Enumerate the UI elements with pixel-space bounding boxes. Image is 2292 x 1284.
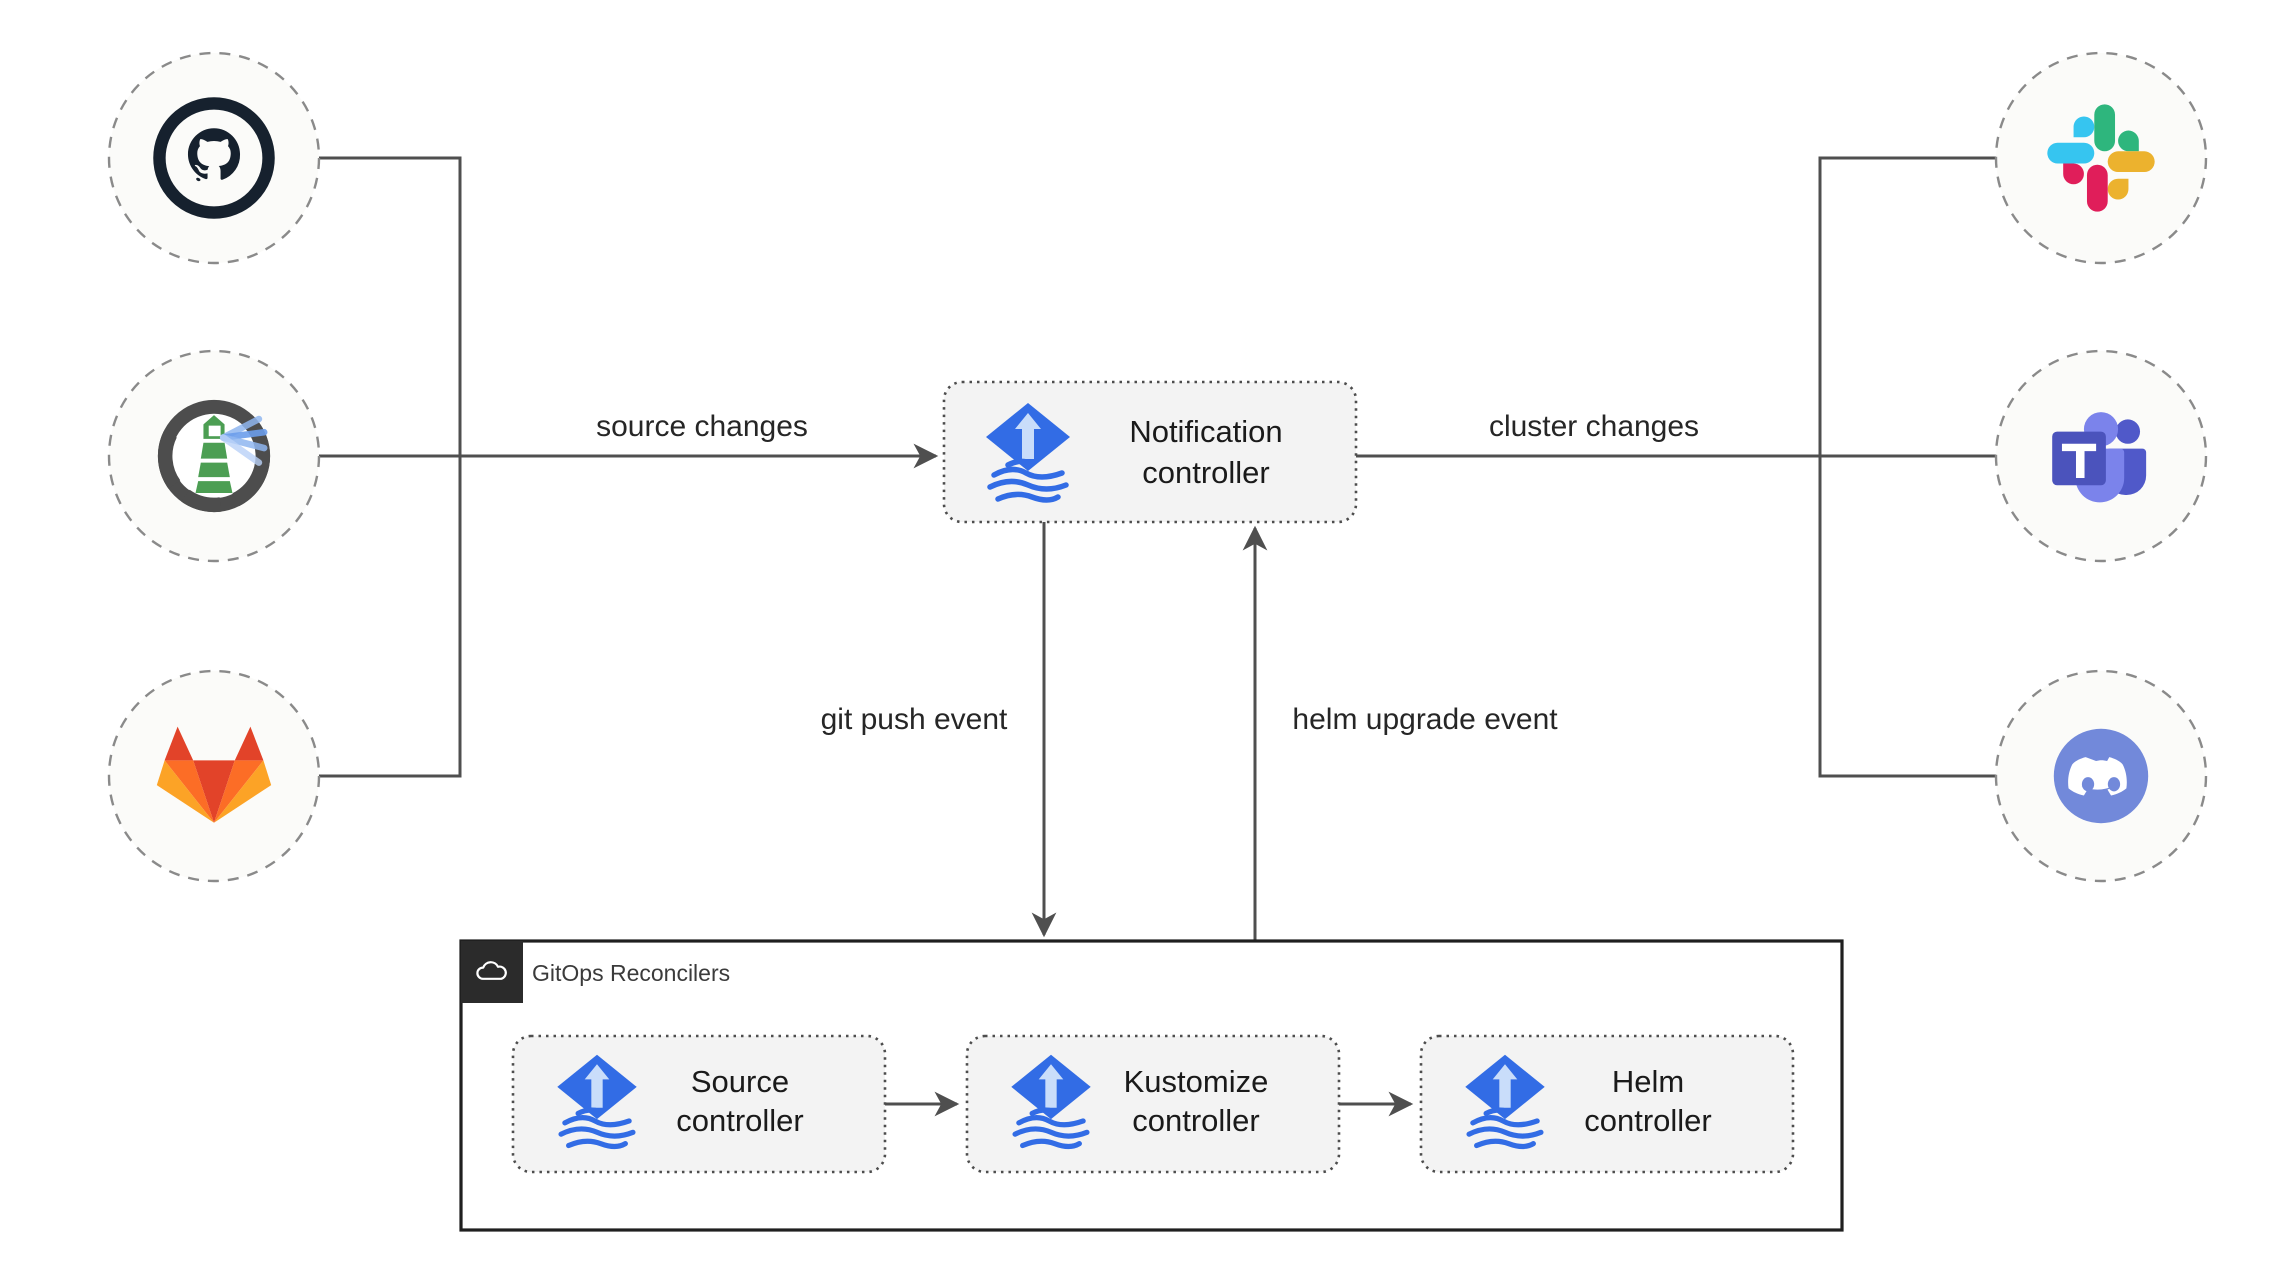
edge-label-git-push-event: git push event bbox=[821, 703, 1008, 736]
source-controller-label-line1: Source bbox=[691, 1064, 789, 1099]
destination-node-teams[interactable] bbox=[1994, 349, 2208, 563]
edge-label-helm-upgrade-event: helm upgrade event bbox=[1292, 703, 1558, 736]
source-controller-label-line2: controller bbox=[676, 1103, 804, 1138]
gitops-reconcilers-group: GitOps Reconcilers Source controller Kus… bbox=[459, 939, 1844, 1232]
helm-controller-node[interactable]: Helm controller bbox=[1419, 1034, 1795, 1174]
source-node-github[interactable] bbox=[107, 51, 321, 265]
notification-controller-label-line2: controller bbox=[1142, 455, 1270, 490]
edge-github-to-bus bbox=[278, 156, 462, 456]
kustomize-controller-label-line1: Kustomize bbox=[1124, 1064, 1269, 1099]
kustomize-controller-label-line2: controller bbox=[1132, 1103, 1260, 1138]
kustomize-controller-node[interactable]: Kustomize controller bbox=[965, 1034, 1341, 1174]
helm-controller-label-line1: Helm bbox=[1612, 1064, 1684, 1099]
connector-layer bbox=[278, 145, 2033, 1117]
source-node-gitlab[interactable] bbox=[107, 669, 321, 883]
source-node-flux[interactable] bbox=[107, 349, 321, 563]
edge-label-cluster-changes: cluster changes bbox=[1489, 410, 1699, 443]
edge-to-slack bbox=[1818, 145, 2033, 456]
source-controller-node[interactable]: Source controller bbox=[511, 1034, 887, 1174]
destination-node-discord[interactable] bbox=[1994, 669, 2208, 883]
edge-gitlab-to-bus bbox=[278, 456, 462, 778]
notification-controller-label-line1: Notification bbox=[1129, 414, 1282, 449]
discord-icon bbox=[2053, 728, 2149, 824]
helm-controller-label-line2: controller bbox=[1584, 1103, 1712, 1138]
gitops-reconcilers-label: GitOps Reconcilers bbox=[532, 960, 730, 986]
edge-label-layer: source changes cluster changes git push … bbox=[596, 410, 1699, 736]
destination-node-slack[interactable] bbox=[1994, 51, 2208, 265]
edge-to-discord bbox=[1818, 456, 2033, 789]
notification-controller-node[interactable]: Notification controller bbox=[942, 380, 1358, 524]
edge-label-source-changes: source changes bbox=[596, 410, 808, 443]
group-icon-tile bbox=[461, 941, 523, 1003]
